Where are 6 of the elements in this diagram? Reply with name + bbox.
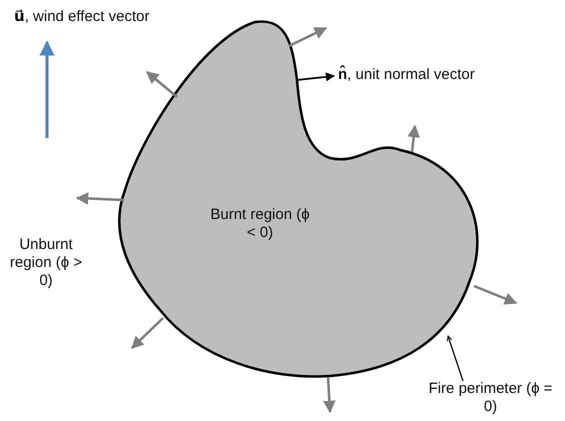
vector-label: n̂, unit normal vector: [338, 66, 476, 84]
perimeter-label: Fire perimeter (ϕ = 0): [428, 380, 553, 416]
vector-label: u⃗, wind effect vector: [14, 8, 150, 26]
region-label: Unburnt region (ϕ > 0): [8, 236, 84, 290]
leader-line: [446, 336, 464, 382]
region-label: Burnt region (ϕ < 0): [210, 206, 310, 242]
